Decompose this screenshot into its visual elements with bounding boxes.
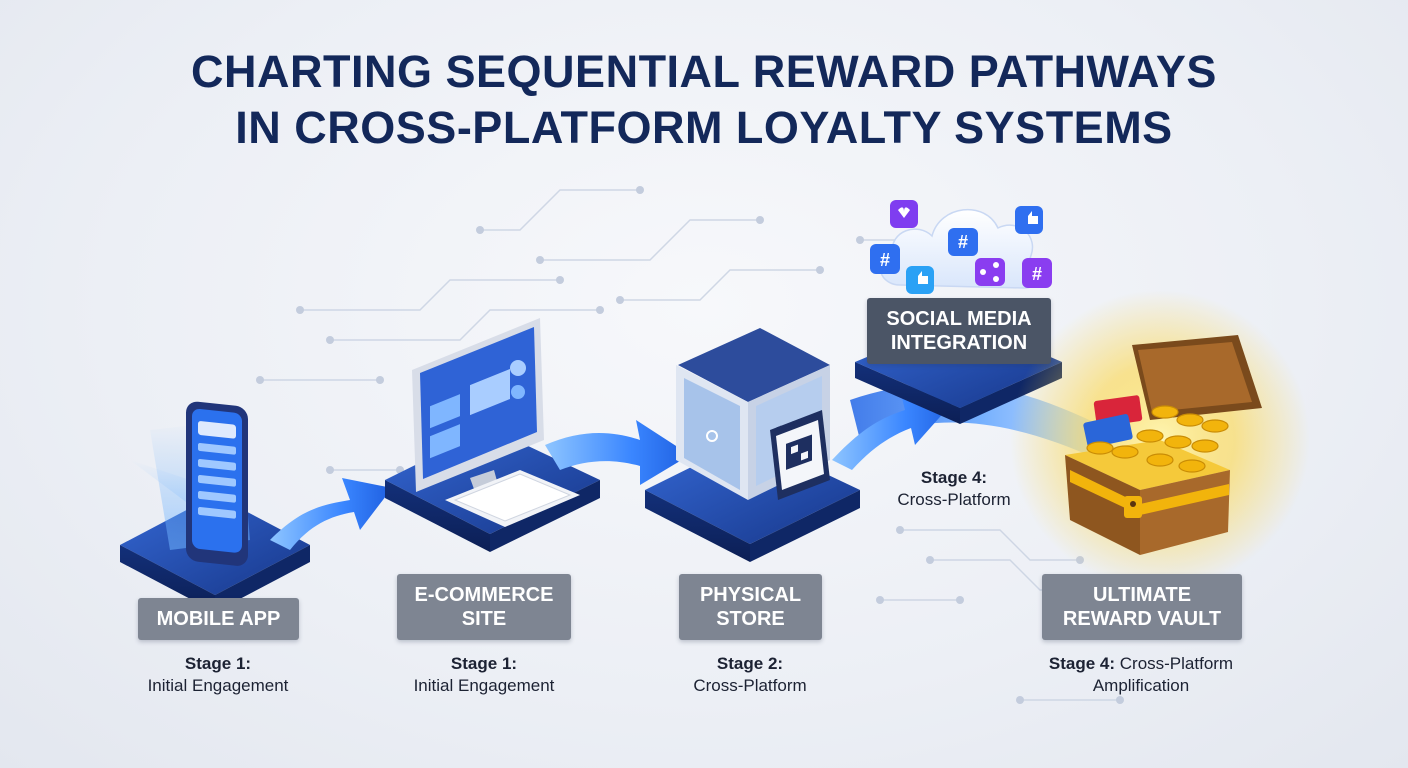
title-line-1: CHARTING SEQUENTIAL REWARD PATHWAYS (191, 46, 1217, 97)
stage-title: Stage 4: (920, 468, 988, 487)
svg-text:#: # (880, 250, 890, 270)
label-store-line-2: STORE (716, 608, 785, 630)
stage-caption-reward-vault: Stage 4: Cross-Platform Amplification (1021, 653, 1261, 697)
circuit-lines-background (260, 189, 1120, 701)
hashtag-bubble-icon-2 (870, 244, 900, 274)
reward-vault-node (1010, 290, 1310, 590)
treasure-chest-icon (1065, 335, 1262, 555)
stage-title: Stage 4: (1048, 654, 1116, 673)
svg-text:#: # (1032, 264, 1042, 284)
page-title: CHARTING SEQUENTIAL REWARD PATHWAYS IN C… (0, 44, 1408, 156)
svg-text:#: # (958, 232, 968, 252)
title-line-2: IN CROSS-PLATFORM LOYALTY SYSTEMS (235, 102, 1173, 153)
share-bubble-icon (975, 258, 1005, 286)
social-bubbles: # # # (870, 200, 1052, 294)
label-social-media: SOCIAL MEDIA INTEGRATION (867, 298, 1051, 364)
stage-caption-physical-store: Stage 2: Cross-Platform (650, 653, 850, 697)
label-physical-store: PHYSICAL STORE (679, 574, 822, 640)
stage-description-inline: Cross-Platform (1119, 654, 1234, 673)
label-ecommerce-line-1: E-COMMERCE (414, 584, 554, 606)
stage-description: Initial Engagement (413, 676, 555, 695)
label-ecommerce-site: E-COMMERCE SITE (397, 574, 571, 640)
credit-card-icon-2 (1083, 414, 1133, 448)
stage-caption-mobile-app: Stage 1: Initial Engagement (118, 653, 318, 697)
label-vault-line-1: ULTIMATE (1092, 584, 1192, 606)
label-ecommerce-line-2: SITE (461, 608, 507, 630)
flow-arrow-1 (270, 478, 392, 550)
stage-description: Cross-Platform (693, 676, 807, 695)
label-store-line-1: PHYSICAL (699, 584, 802, 606)
stage-description: Initial Engagement (147, 676, 289, 695)
label-social-line-1: SOCIAL MEDIA (886, 308, 1032, 330)
stage-title: Stage 1: (450, 654, 518, 673)
stage-description: Amplification (1092, 676, 1190, 695)
stage-title: Stage 1: (184, 654, 252, 673)
ecommerce-site-node (385, 318, 600, 552)
stage-description: Cross-Platform (897, 490, 1011, 509)
label-mobile-app-line-1: MOBILE APP (156, 608, 281, 630)
stage-caption-ecommerce: Stage 1: Initial Engagement (384, 653, 584, 697)
label-social-line-2: INTEGRATION (890, 332, 1028, 354)
smartphone-icon (186, 401, 248, 566)
hashtag-bubble-icon (948, 228, 978, 256)
mobile-app-node (120, 401, 310, 612)
flow-arrow-3 (832, 390, 955, 470)
flow-arrow-2 (545, 420, 690, 485)
desktop-computer-icon (412, 318, 580, 527)
label-vault-line-2: REWARD VAULT (1062, 608, 1222, 630)
label-reward-vault: ULTIMATE REWARD VAULT (1042, 574, 1242, 640)
physical-store-node: Tiesel Ct Fort (645, 328, 860, 562)
label-mobile-app: MOBILE APP (138, 598, 299, 640)
stage-title: Stage 2: (716, 654, 784, 673)
hashtag-bubble-icon-3 (1022, 258, 1052, 288)
stage-caption-social-media: Stage 4: Cross-Platform (854, 467, 1054, 511)
